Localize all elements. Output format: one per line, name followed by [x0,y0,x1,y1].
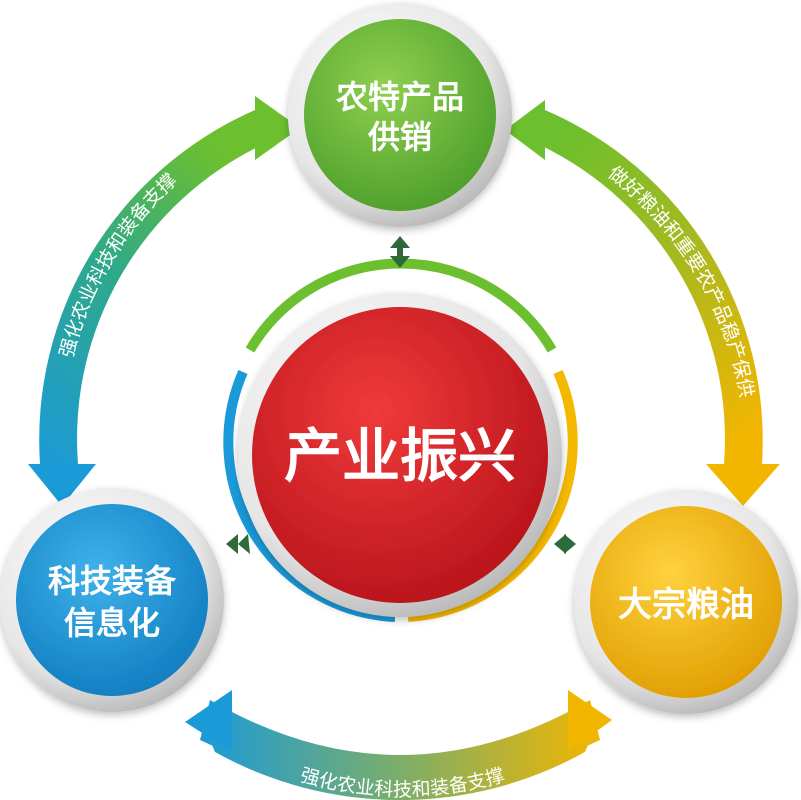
node-top [288,3,512,227]
cycle-arc-right [505,100,780,506]
node-left-label-line2: 信息化 [64,604,160,642]
arrow-right-icon [568,690,612,752]
center-label: 产业振兴 [284,422,516,490]
connector-top [390,236,410,268]
arrow-right-icon [255,96,300,160]
arrow-left-icon [185,690,232,752]
arc-label-right: 做好粮油和重要农产品稳产保供 [604,162,758,399]
cycle-arc-bottom [185,690,612,800]
center-node [238,293,562,617]
node-right-label: 大宗粮油 [618,585,754,625]
node-top-label-line2: 供销 [368,118,432,156]
node-top-label-line1: 农特产品 [336,78,464,116]
arrow-down-icon [28,464,96,506]
connector-right [554,534,576,554]
node-left [0,488,224,712]
node-right [574,490,798,714]
node-left-label-line1: 科技装备 [48,562,177,600]
cycle-arc-left [28,110,264,506]
arrow-down-icon [706,464,780,506]
connector-left [226,534,250,554]
inner-ring-yellow [407,369,578,622]
arrow-left-icon [505,100,545,160]
